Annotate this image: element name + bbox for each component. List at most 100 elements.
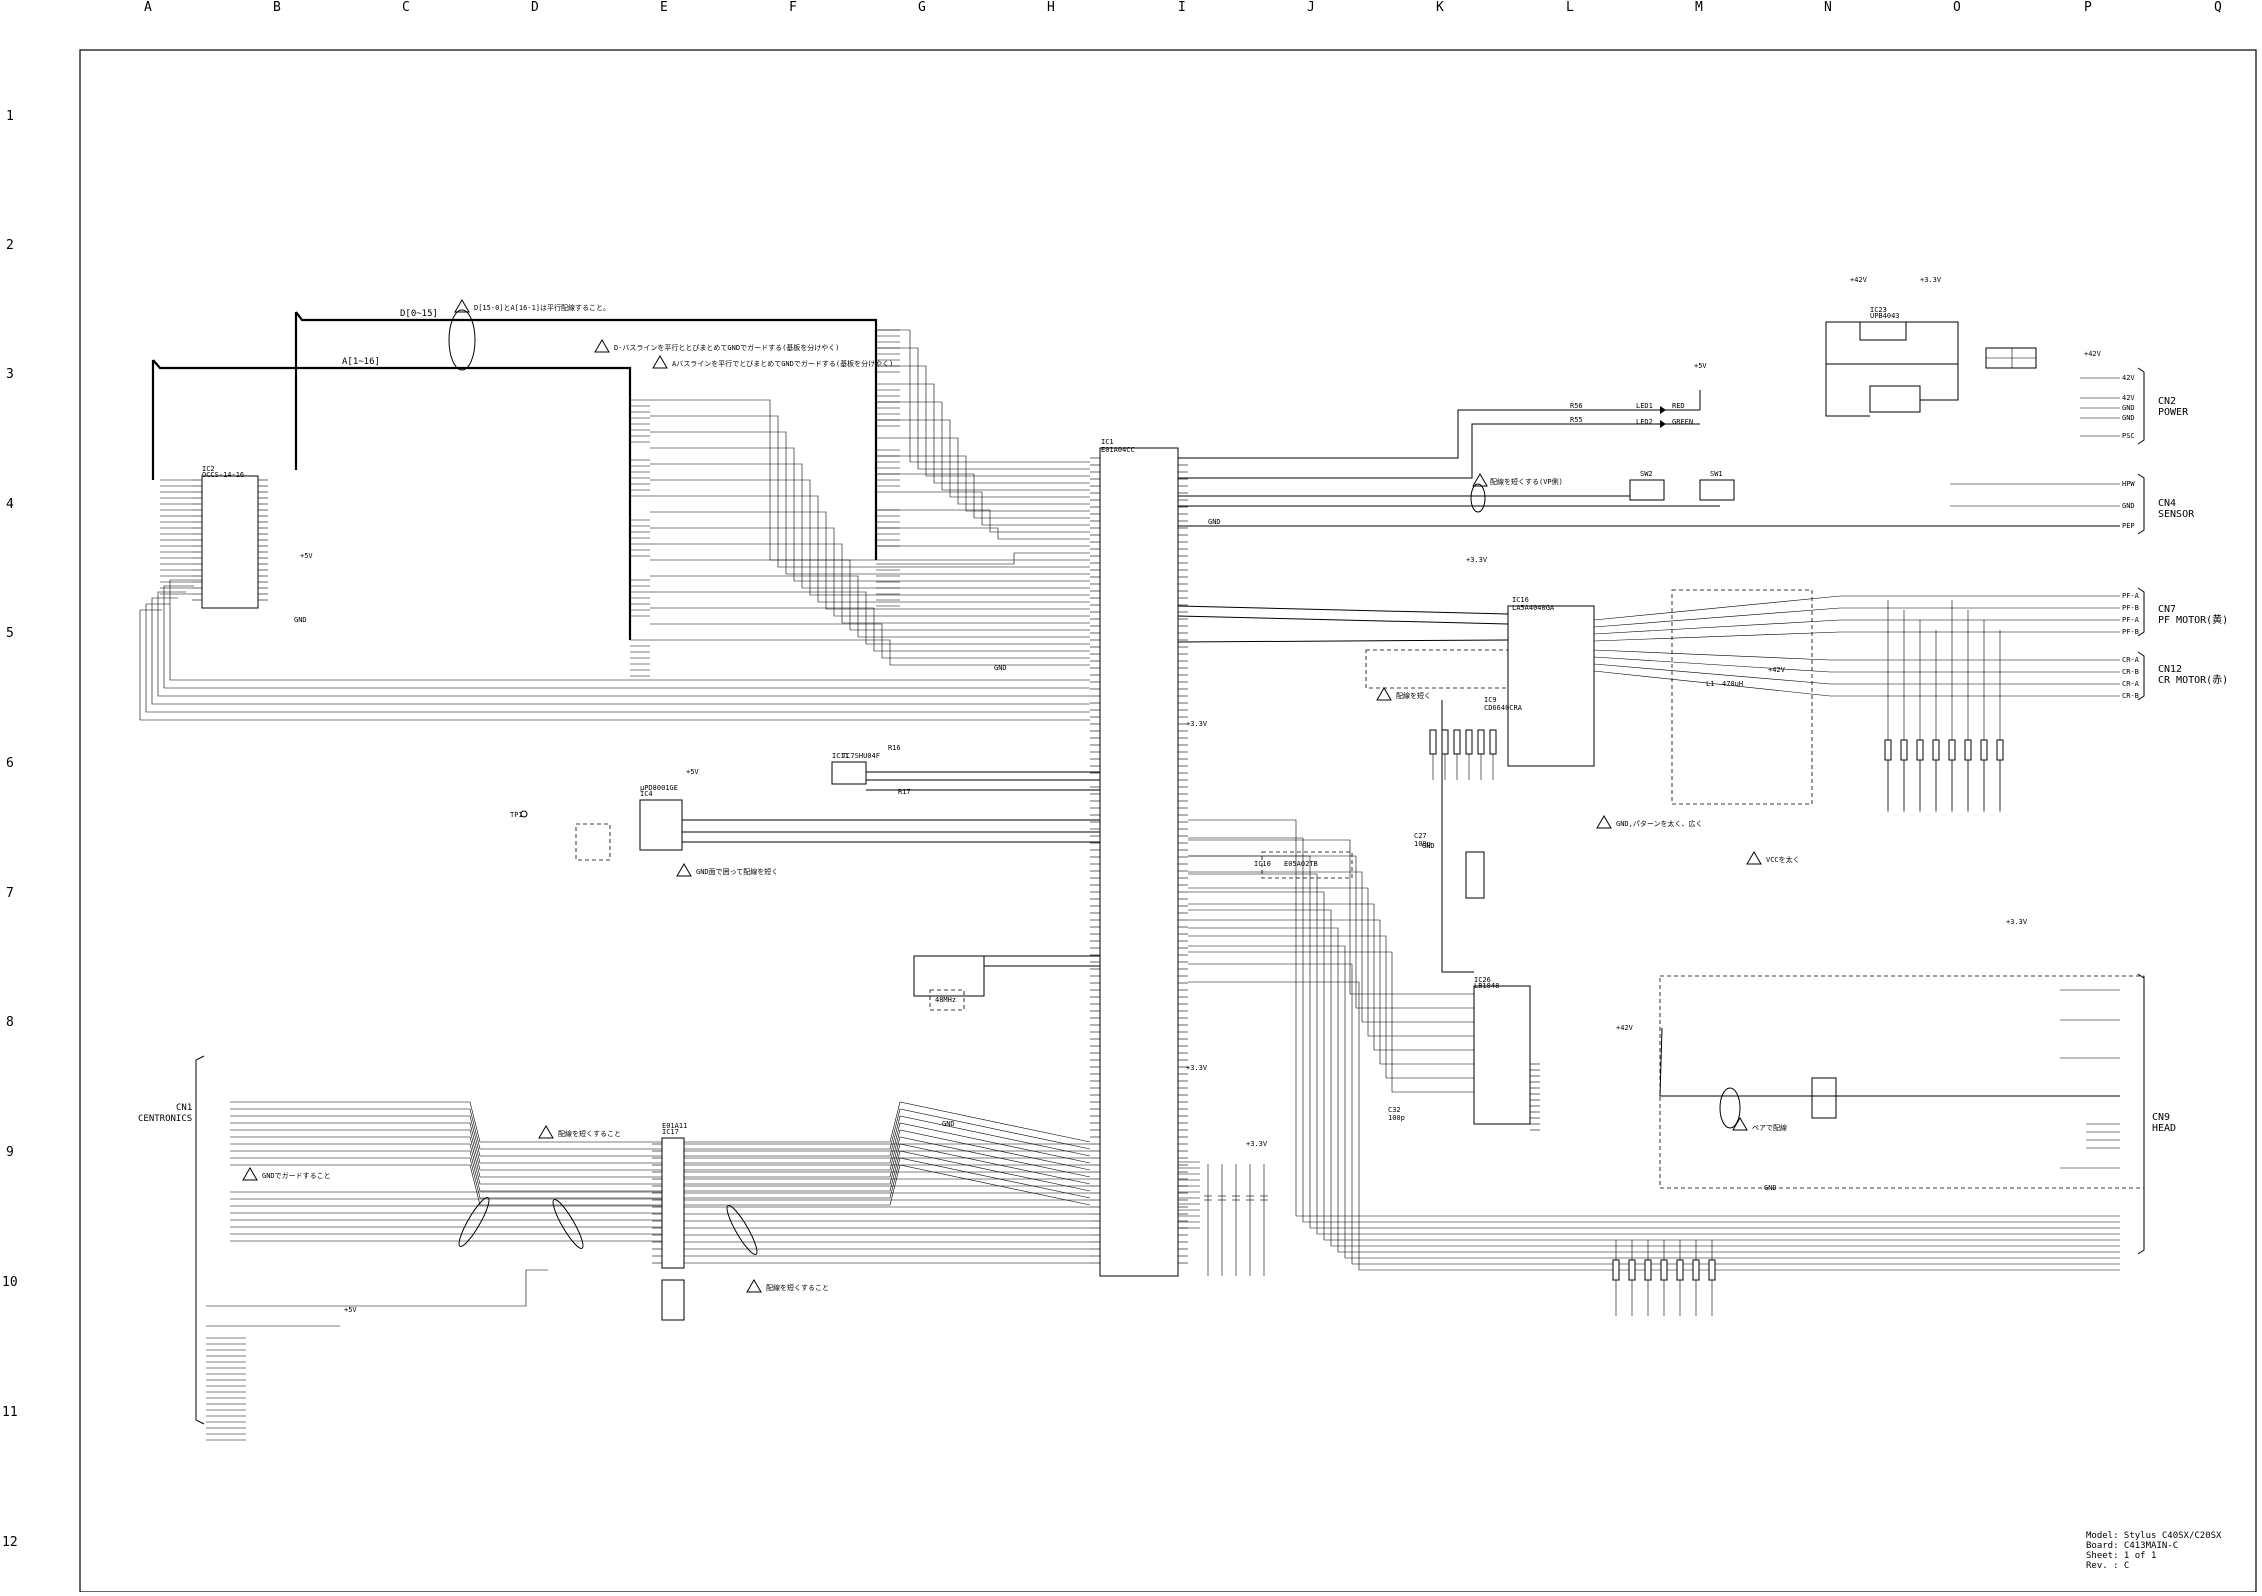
svg-text:IC9: IC9 <box>1484 696 1497 704</box>
svg-text:+5V: +5V <box>1694 362 1707 370</box>
svg-text:+5V: +5V <box>344 1306 357 1314</box>
ic4-reset: IC4 μPD8001GE TP1 <box>510 784 1100 861</box>
wire <box>1188 837 2120 1223</box>
svg-text:IC26: IC26 <box>1474 976 1491 984</box>
note-1: D[15-0]とA[16-1]は平行配線すること。 <box>474 303 610 312</box>
note-6: 配線を短くすること <box>558 1129 621 1138</box>
grid-col-b: B <box>273 0 281 15</box>
svg-text:GND: GND <box>942 1120 955 1128</box>
svg-text:R17: R17 <box>898 788 911 796</box>
wire <box>1188 927 2120 1253</box>
cn9-head: CN9 HEAD <box>2137 973 2176 1255</box>
wire <box>876 491 1090 526</box>
svg-text:TP1: TP1 <box>510 811 523 819</box>
wire <box>169 579 1090 681</box>
wire <box>1593 607 2120 628</box>
wire <box>139 609 1090 721</box>
wire <box>151 597 1090 705</box>
svg-text:E01A11: E01A11 <box>662 1122 687 1130</box>
motor-lines <box>1593 595 2120 810</box>
note-2: D-バスラインを平行ととびまとめてGNDでガードする(基板を分けやく) <box>614 343 840 352</box>
wire <box>1593 663 2120 685</box>
svg-text:LED2: LED2 <box>1636 418 1653 426</box>
title-board: Board: C413MAIN-C <box>2086 1541 2178 1551</box>
cn12-cr-motor: CN12 CR MOTOR(赤) CR-ACR-BCR-ACR-B <box>2122 651 2228 701</box>
svg-text:C27: C27 <box>1414 832 1427 840</box>
wire <box>1188 839 1474 995</box>
component-body <box>1708 1259 1716 1281</box>
wire <box>163 585 1090 689</box>
svg-text:+3.3V: +3.3V <box>1466 556 1488 564</box>
wire <box>1188 855 1474 1009</box>
pin-label: CR-A <box>2122 656 2140 664</box>
pin-label: CR-B <box>2122 692 2139 700</box>
component-body <box>1644 1259 1652 1281</box>
note-8: GND面で囲って配線を短く <box>696 867 778 876</box>
wire <box>876 527 1090 540</box>
wire <box>876 401 1090 491</box>
wire <box>230 1157 1091 1199</box>
svg-text:L1: L1 <box>1706 680 1714 688</box>
ic10-sw: IC11 TC7SHU04F R16 R17 <box>831 744 1100 796</box>
head-lines <box>1188 819 2120 1271</box>
grid-row-2: 2 <box>6 238 14 253</box>
ic2-memory: IC2 OCCS-14-16 <box>201 465 259 609</box>
svg-text:+5V: +5V <box>300 552 313 560</box>
svg-text:48MHz: 48MHz <box>935 996 956 1004</box>
wire <box>650 431 1090 575</box>
wire <box>1188 909 2120 1247</box>
wire <box>230 1122 1091 1164</box>
pin-label: PSC <box>2122 432 2135 440</box>
grid-col-q: Q <box>2214 0 2222 15</box>
led-switch-section: R56 R55 LED1 RED LED2 GREEN SW2 SW1 配線を短… <box>1178 402 2120 527</box>
wire <box>230 1164 1091 1206</box>
wire <box>230 1143 1091 1185</box>
pin-label: PF-B <box>2122 628 2139 636</box>
svg-text:IC4: IC4 <box>640 790 653 798</box>
wire <box>1593 670 2120 697</box>
svg-text:LED1: LED1 <box>1636 402 1653 410</box>
svg-text:+3.3V: +3.3V <box>2006 918 2028 926</box>
wire <box>230 1115 1091 1157</box>
wire <box>1188 873 2120 1235</box>
wire <box>230 1108 1091 1150</box>
wire <box>650 543 1090 624</box>
pin-label: HPW <box>2122 480 2135 488</box>
wire <box>1188 891 2120 1241</box>
note-10: 配線を短く <box>1396 691 1431 700</box>
svg-text:RED: RED <box>1672 402 1685 410</box>
power-regulator: IC23 UPB4043 <box>1699 306 2037 417</box>
grid-col-i: I <box>1178 0 1186 15</box>
title-model: Model: Stylus C40SX/C20SX <box>2086 1531 2222 1541</box>
svg-text:LA5A4040GA: LA5A4040GA <box>1512 604 1555 612</box>
svg-text:R16: R16 <box>888 744 901 752</box>
pin-label: GND <box>2122 502 2135 510</box>
svg-text:IC11: IC11 <box>832 752 849 760</box>
wire <box>145 603 1090 713</box>
component-body <box>1692 1259 1700 1281</box>
wire <box>1188 935 1474 1079</box>
component-body <box>1429 729 1437 755</box>
grid-rows: 1 2 3 4 5 6 7 8 9 10 11 12 <box>2 109 18 1550</box>
component-body <box>1441 729 1449 755</box>
pin-label: PEP <box>2122 522 2135 530</box>
wire <box>876 509 1090 533</box>
wire <box>1188 819 2120 1217</box>
wire <box>876 419 1090 498</box>
svg-text:GND: GND <box>1422 842 1435 850</box>
svg-text:IC16: IC16 <box>1512 596 1529 604</box>
address-data-buses: A[1~16] D[0~15] <box>151 309 878 640</box>
note-9: ペアで配線 <box>1752 1123 1787 1132</box>
svg-text:SW2: SW2 <box>1640 470 1653 478</box>
component-body <box>1916 739 1924 761</box>
ic1-main-asic: IC1 E01A04CC <box>1090 438 1188 1277</box>
component-body <box>1477 729 1485 755</box>
wire <box>230 1129 1091 1171</box>
cn1-centronics: CN1 CENTRONICS <box>138 1055 1091 1441</box>
grid-col-k: K <box>1436 0 1444 15</box>
component-body <box>1453 729 1461 755</box>
grid-columns: A B C D E F G H I J K L M N O P Q <box>144 0 2222 15</box>
svg-text:C32: C32 <box>1388 1106 1401 1114</box>
pin-label: CR-A <box>2122 680 2140 688</box>
